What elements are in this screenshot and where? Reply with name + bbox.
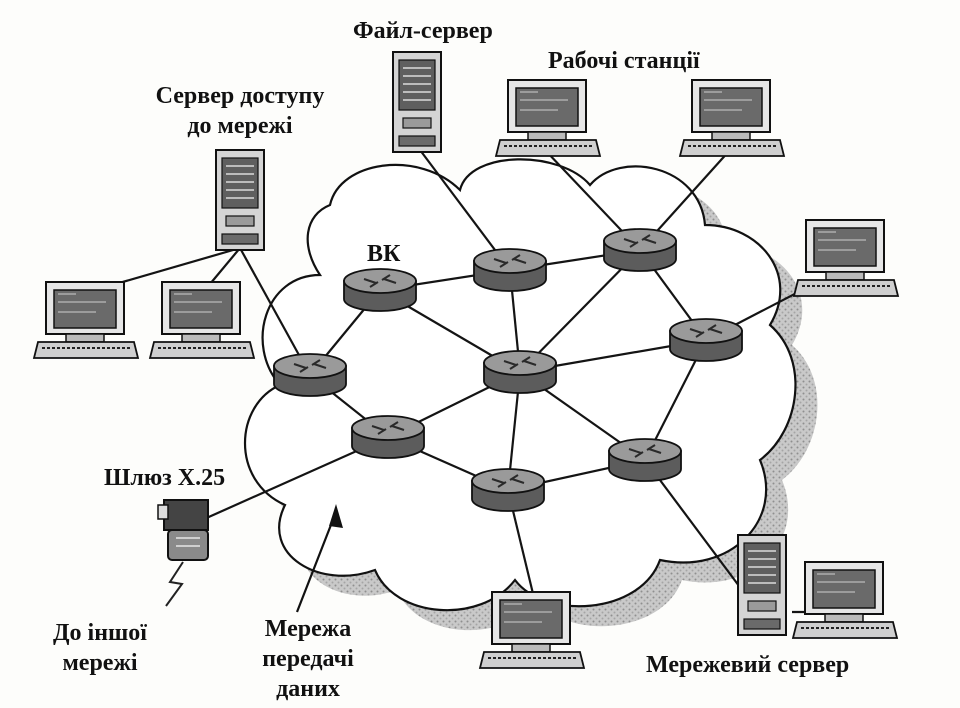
vk-label: ВК	[367, 241, 401, 267]
link	[644, 459, 749, 599]
access-server-label-line1: Сервер доступу	[155, 83, 325, 109]
router-icon	[608, 438, 682, 482]
router-icon	[603, 228, 677, 272]
file-server-label: Файл-сервер	[353, 18, 493, 44]
other-network-label-line1: До іншої	[53, 620, 147, 646]
workstations-label: Рабочі станції	[548, 48, 700, 74]
lightning-icon	[165, 561, 184, 607]
workstation-icon	[33, 281, 139, 359]
router-icon	[473, 248, 547, 292]
arrow-icon	[295, 504, 343, 613]
workstation-icon	[679, 79, 785, 157]
workstation-icon	[793, 219, 899, 297]
link	[519, 249, 641, 373]
workstation-icon	[149, 281, 255, 359]
access-server-label-line2: до мережі	[187, 113, 293, 139]
data-network-label-line3: даних	[276, 676, 340, 702]
network-server-icon	[737, 534, 787, 636]
gateway-label: Шлюз X.25	[104, 465, 226, 491]
other-network-label-line2: мережі	[62, 650, 138, 676]
access-server-icon	[215, 149, 265, 251]
data-network-label-line2: передачі	[262, 646, 354, 672]
network-server-label: Мережевий сервер	[646, 652, 850, 678]
router-icon	[273, 353, 347, 397]
router-icon	[471, 468, 545, 512]
router-icon	[351, 415, 425, 459]
router-icon	[483, 350, 557, 394]
workstation-icon	[792, 561, 898, 639]
file-server-icon	[392, 51, 442, 153]
data-network-label-line1: Мережа	[264, 616, 352, 642]
gateway-icon	[157, 499, 209, 561]
workstation-icon	[495, 79, 601, 157]
router-icon	[669, 318, 743, 362]
workstation-icon	[479, 591, 585, 669]
router-icon	[343, 268, 417, 312]
